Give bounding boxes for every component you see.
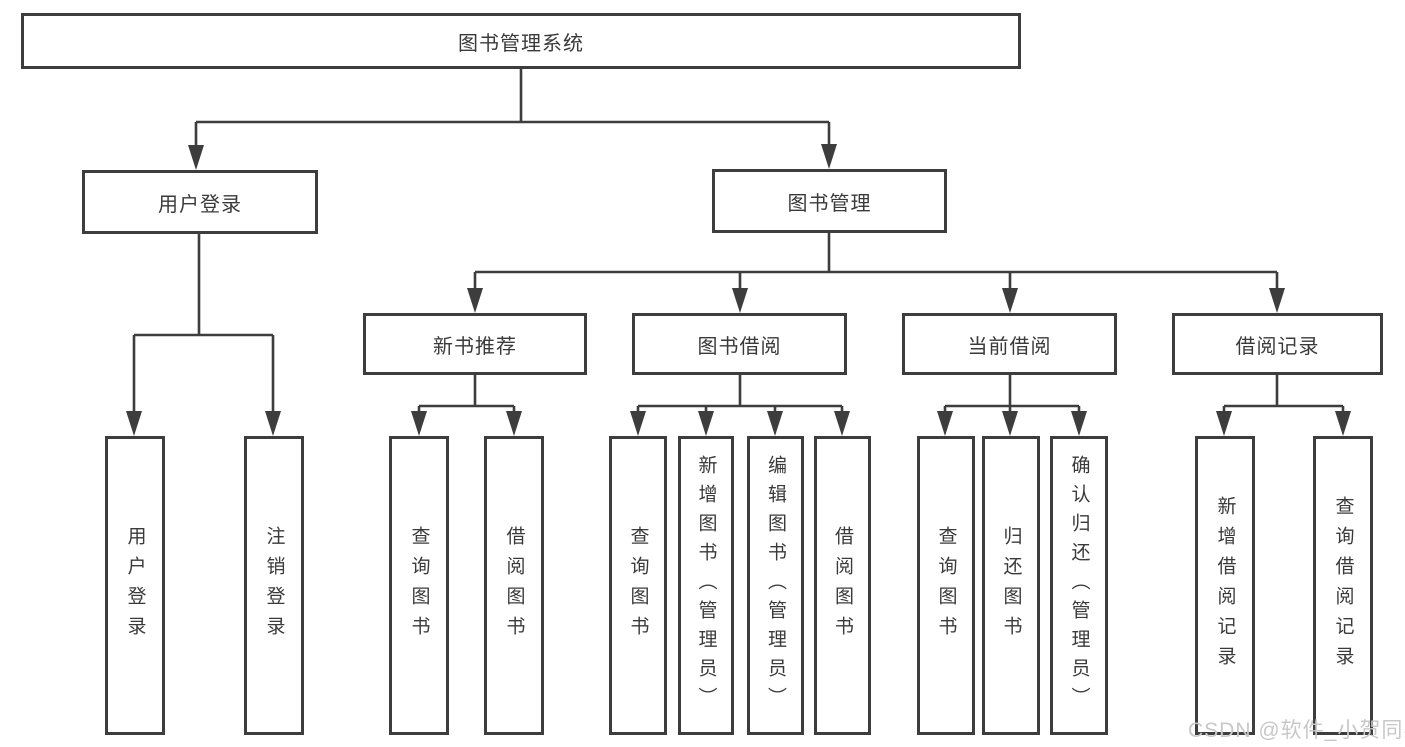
arrowhead xyxy=(630,411,646,436)
arrowheads xyxy=(126,144,1351,436)
arrowhead xyxy=(1002,288,1018,313)
node-label: 图书管理 xyxy=(787,192,872,215)
connector-records-to-leaves xyxy=(1222,375,1345,414)
node-label: 查询图书 xyxy=(935,525,957,646)
leaf-logout: 注销登录 xyxy=(244,436,304,735)
node-label: 用户登录 xyxy=(158,193,242,216)
leaf-query-borrow-record: 查询借阅记录 xyxy=(1313,436,1373,735)
connector-login-to-leaves xyxy=(132,234,275,414)
arrowhead xyxy=(834,411,850,436)
leaf-add-books-admin: 新增图书（管理员） xyxy=(678,436,734,735)
node-label: 新书推荐 xyxy=(433,335,517,358)
arrowhead xyxy=(732,288,748,313)
node-label: 查询图书 xyxy=(627,525,649,646)
node-label: 查询图书 xyxy=(408,525,430,646)
leaf-query-books-borrow: 查询图书 xyxy=(609,436,667,735)
node-label: 图书管理系统 xyxy=(458,32,584,55)
node-current-borrow: 当前借阅 xyxy=(902,313,1117,375)
node-label: 借阅记录 xyxy=(1235,335,1320,358)
csdn-watermark: CSDN @软件_小贺同学 xyxy=(1188,719,1405,742)
node-book-management: 图书管理 xyxy=(712,169,947,233)
leaf-query-books-recommend: 查询图书 xyxy=(389,436,449,735)
arrowhead xyxy=(1216,411,1232,436)
arrowhead xyxy=(698,411,714,436)
node-borrow-records: 借阅记录 xyxy=(1172,313,1383,375)
leaf-add-borrow-record: 新增借阅记录 xyxy=(1195,436,1255,735)
leaf-borrow-books: 借阅图书 xyxy=(814,436,871,735)
arrowhead xyxy=(821,144,837,169)
arrowhead xyxy=(126,411,142,436)
leaf-return-books: 归还图书 xyxy=(982,436,1040,735)
node-label: 借阅图书 xyxy=(832,525,853,646)
node-label: 归还图书 xyxy=(1000,525,1022,646)
leaf-edit-books-admin: 编辑图书（管理员） xyxy=(747,436,804,735)
arrowhead xyxy=(937,411,953,436)
connector-borrow-to-leaves xyxy=(636,375,844,414)
connector-newbooks-to-leaves xyxy=(417,375,516,414)
arrowhead xyxy=(411,411,427,436)
arrowhead xyxy=(467,288,483,313)
arrowhead xyxy=(188,145,204,170)
node-label: 用户登录 xyxy=(124,525,146,646)
node-label: 借阅图书 xyxy=(503,525,525,646)
node-new-book-recommend: 新书推荐 xyxy=(363,313,587,375)
connector-current-to-leaves xyxy=(943,375,1081,414)
node-label: 确认归还（管理员） xyxy=(1068,455,1090,716)
node-label: 新增图书（管理员） xyxy=(695,455,717,716)
node-label: 查询借阅记录 xyxy=(1332,495,1354,676)
node-library-system: 图书管理系统 xyxy=(21,13,1021,69)
leaf-borrow-books-recommend: 借阅图书 xyxy=(484,436,544,735)
arrowhead xyxy=(1002,411,1018,436)
arrowhead xyxy=(265,411,281,436)
node-label: 注销登录 xyxy=(263,525,285,646)
node-label: 图书借阅 xyxy=(697,335,782,358)
arrowhead xyxy=(1071,411,1087,436)
arrowhead xyxy=(506,411,522,436)
arrowhead xyxy=(767,411,783,436)
node-label: 当前借阅 xyxy=(967,335,1052,358)
node-user-login: 用户登录 xyxy=(82,170,318,234)
node-label: 编辑图书（管理员） xyxy=(765,455,786,716)
node-book-borrow: 图书借阅 xyxy=(632,313,847,375)
leaf-confirm-return-admin: 确认归还（管理员） xyxy=(1050,436,1108,735)
node-label: 新增借阅记录 xyxy=(1214,495,1236,676)
leaf-query-books-current: 查询图书 xyxy=(917,436,975,735)
connector-bookmgmt-to-level3 xyxy=(473,233,1279,291)
arrowhead xyxy=(1335,411,1351,436)
connector-root-to-level2 xyxy=(194,69,831,148)
arrowhead xyxy=(1269,288,1285,313)
leaf-user-login: 用户登录 xyxy=(105,436,165,735)
